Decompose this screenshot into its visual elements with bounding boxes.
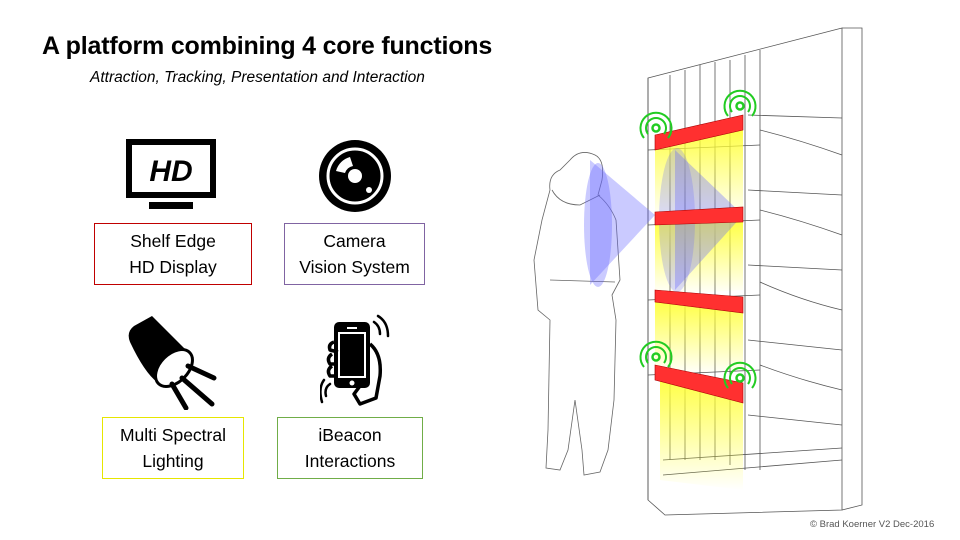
function-label-line2: Vision System	[299, 257, 410, 277]
shopper-sketch	[533, 152, 621, 476]
smartphone-beacon-icon	[320, 314, 390, 406]
svg-text:HD: HD	[149, 155, 192, 188]
hd-tv-icon: HD	[126, 139, 216, 209]
function-label-line2: HD Display	[129, 257, 217, 277]
function-label-line2: Interactions	[304, 451, 396, 471]
function-box-camera-vision: Camera Vision System	[284, 223, 425, 285]
shelf-illustration	[533, 27, 863, 516]
spotlight-icon	[128, 316, 217, 410]
slide-subtitle: Attraction, Tracking, Presentation and I…	[90, 69, 425, 86]
function-label-line1: Shelf Edge	[130, 231, 216, 251]
ibeacon-signals	[639, 89, 757, 389]
function-label-line1: iBeacon	[318, 425, 382, 445]
slide-title: A platform combining 4 core functions	[42, 32, 493, 60]
function-box-shelf-edge-display: Shelf Edge HD Display	[94, 223, 252, 285]
camera-lens-icon	[319, 140, 391, 212]
shelf-edge-displays	[654, 114, 744, 404]
function-box-multi-spectral-lighting: Multi Spectral Lighting	[102, 417, 244, 479]
function-label-line2: Lighting	[142, 451, 204, 471]
copyright-credit: © Brad Koerner V2 Dec-2016	[810, 519, 935, 530]
function-label-line1: Camera	[323, 231, 386, 251]
function-label-line1: Multi Spectral	[119, 425, 226, 445]
function-box-ibeacon: iBeacon Interactions	[277, 417, 423, 479]
yellow-light-glow	[655, 130, 743, 490]
